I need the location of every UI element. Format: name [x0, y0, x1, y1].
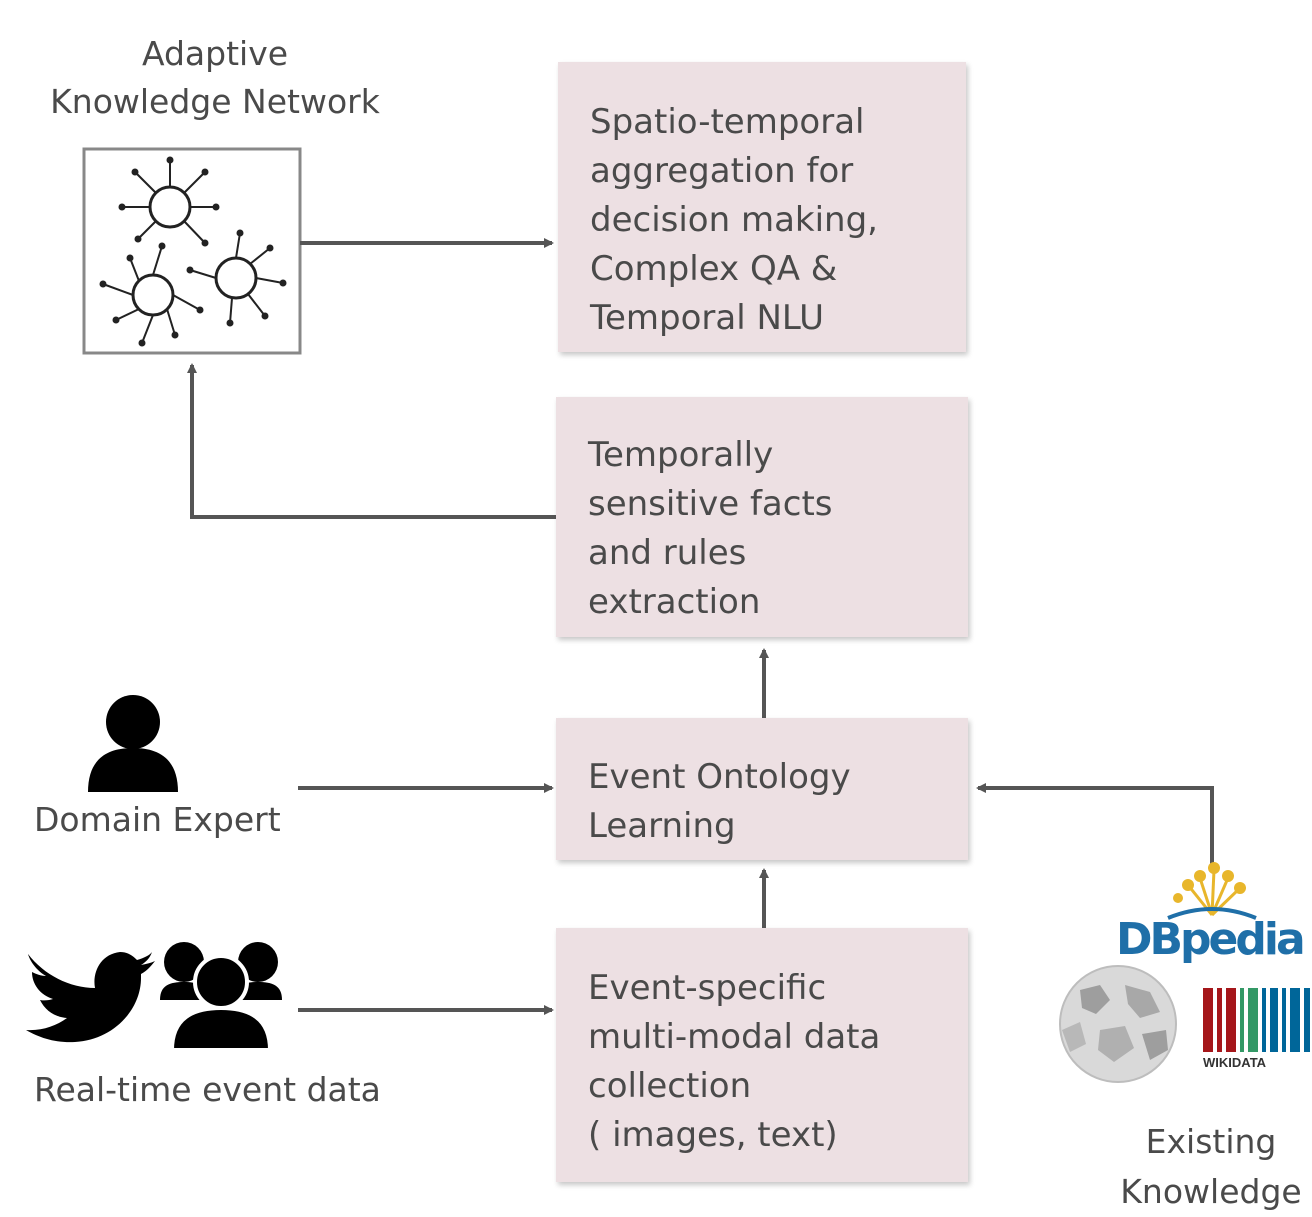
extraction-box: Temporally sensitive facts and rules ext…: [556, 397, 968, 637]
existing-knowledge-label: Existing Knowledge: [1120, 1122, 1302, 1211]
twitter-bird-icon: [26, 952, 155, 1043]
arrow-knowledge-to-ontology: [976, 783, 1214, 868]
wikipedia-globe-icon: [1059, 965, 1177, 1083]
wikidata-barcode-icon: [1203, 988, 1310, 1052]
person-icon: [88, 695, 178, 792]
arrow-extraction-to-network: [187, 363, 556, 519]
adaptive-knowledge-network-label: Adaptive Knowledge Network: [50, 34, 380, 121]
wikidata-wordmark: WIKIDATA: [1203, 1055, 1267, 1070]
dbpedia-logo: [1167, 862, 1257, 920]
aggregation-box: Spatio-temporal aggregation for decision…: [558, 62, 966, 352]
extraction-text: Temporally sensitive facts and rules ext…: [588, 435, 833, 622]
ontology-text: Event Ontology Learning: [588, 757, 851, 846]
network-icon: [82, 147, 302, 355]
group-icon: [160, 942, 282, 1052]
dbpedia-wordmark: DBpedia: [1116, 914, 1306, 965]
ontology-box: Event Ontology Learning: [556, 718, 968, 860]
collection-text: Event-specific multi-modal data collecti…: [588, 968, 881, 1155]
collection-box: Event-specific multi-modal data collecti…: [556, 928, 968, 1182]
domain-expert-label: Domain Expert: [34, 800, 281, 839]
realtime-event-data-label: Real-time event data: [34, 1070, 381, 1109]
aggregation-text: Spatio-temporal aggregation for decision…: [590, 102, 878, 338]
